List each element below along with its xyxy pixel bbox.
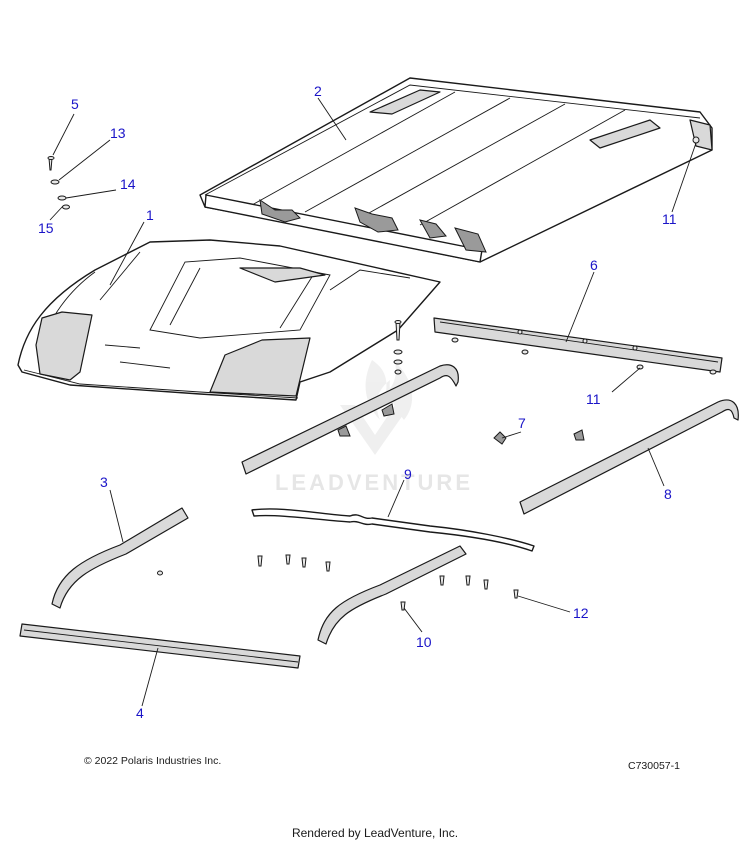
callout-15: 15 (38, 220, 54, 236)
callout-8: 8 (664, 486, 672, 502)
callout-12: 12 (573, 605, 589, 621)
copyright-notice: © 2022 Polaris Industries Inc. (84, 755, 222, 767)
rendered-by-credit: Rendered by LeadVenture, Inc. (291, 826, 459, 840)
callout-3: 3 (100, 474, 108, 490)
callout-1: 1 (146, 207, 154, 223)
rear-support-bar[interactable] (433, 317, 723, 375)
callout-numbers: 1 2 3 4 5 6 7 8 9 10 11 11 12 13 14 15 (38, 83, 677, 721)
roof-top-cap[interactable] (17, 239, 441, 401)
callout-9: 9 (404, 466, 412, 482)
center-hardware-stack[interactable] (393, 320, 403, 375)
callout-2: 2 (314, 83, 322, 99)
roof-panel-assembly[interactable] (199, 77, 713, 263)
callout-14: 14 (120, 176, 136, 192)
callout-6: 6 (590, 257, 598, 273)
front-bar[interactable] (19, 623, 301, 669)
callout-4: 4 (136, 705, 144, 721)
left-curved-seal[interactable] (51, 507, 189, 609)
callout-11a: 11 (662, 211, 677, 227)
callout-13: 13 (110, 125, 126, 141)
right-seal[interactable] (519, 399, 739, 515)
callout-11b: 11 (586, 391, 601, 407)
left-upper-seal[interactable] (241, 364, 459, 475)
weatherstrip-part-9[interactable] (251, 508, 535, 552)
callout-leaders (49, 97, 697, 707)
callout-7: 7 (518, 415, 526, 431)
callout-10: 10 (416, 634, 432, 650)
front-curved-seal[interactable] (317, 545, 467, 645)
screw-set[interactable] (257, 554, 519, 611)
diagram-part-code: C730057-1 (628, 760, 680, 772)
hardware-bolt-washers[interactable] (47, 156, 70, 210)
callout-5: 5 (71, 96, 79, 112)
watermark-text: LEADVENTURE (275, 470, 473, 495)
clip-part-7[interactable] (493, 431, 507, 445)
